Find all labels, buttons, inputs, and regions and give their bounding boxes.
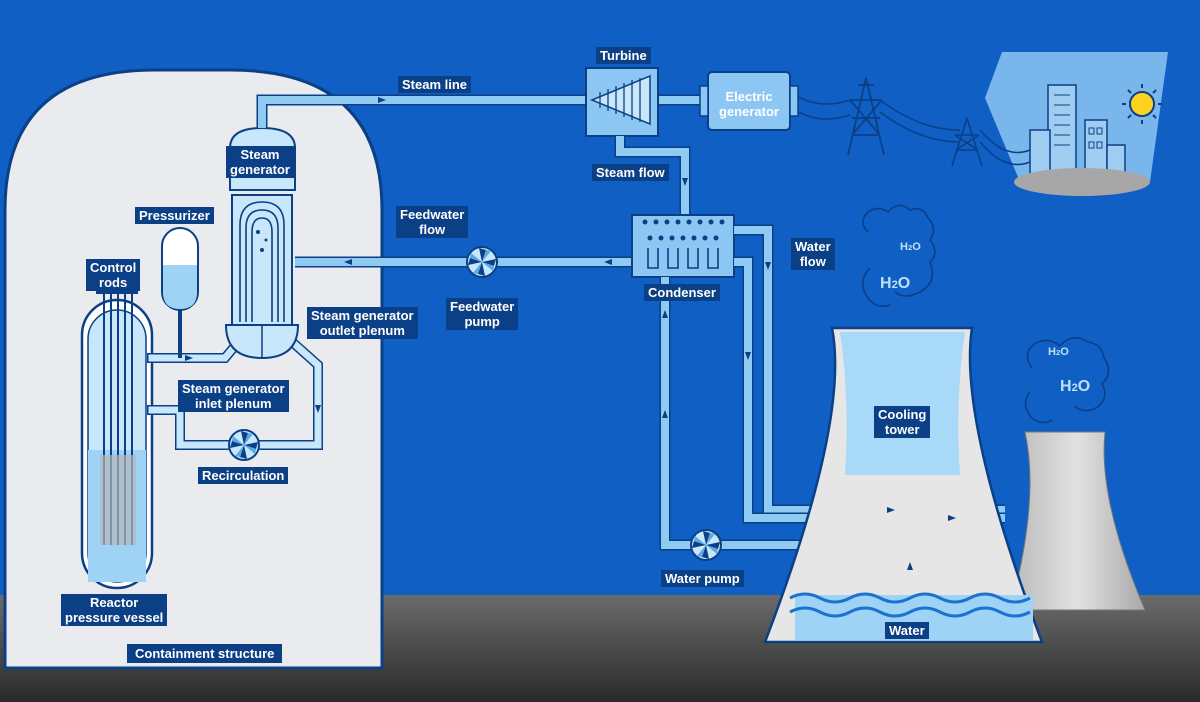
vapor-label: H2O: [880, 275, 911, 292]
condenser-label: Condenser: [644, 284, 720, 301]
turbine: [585, 67, 659, 137]
recirculation-label: Recirculation: [198, 467, 289, 484]
transmission-tower-icon: [847, 77, 885, 156]
water-pump-label: Water pump: [661, 570, 744, 587]
condenser: [631, 214, 735, 278]
electric-generator-label: Electric generator: [719, 89, 779, 119]
steam-flow-label: Steam flow: [592, 164, 669, 181]
feedwater-flow-label: Feedwater flow: [396, 206, 469, 238]
sg-inlet-plenum-label: Steam generator inlet plenum: [178, 380, 289, 412]
containment-structure: [3, 68, 384, 670]
reactor-pressure-vessel-label: Reactor pressure vessel: [61, 594, 168, 626]
flow-arrows: [185, 97, 956, 570]
vapor-label: H2O: [900, 241, 921, 253]
fan-pump-icon: [228, 429, 260, 461]
water-flow-label: Water flow: [791, 238, 835, 270]
pressurizer-label: Pressurizer: [135, 207, 214, 224]
steam-line-label: Steam line: [398, 76, 472, 93]
cooling-tower-background: [1009, 431, 1146, 611]
city-buildings-icon: [1029, 84, 1126, 176]
cooling-tower: [763, 326, 1044, 644]
vapor-label: H2O: [1060, 378, 1091, 395]
water-label: Water: [885, 622, 929, 639]
fan-pump-icon: [466, 246, 498, 278]
control-rods-label: Control rods: [86, 259, 141, 291]
turbine-label: Turbine: [596, 47, 651, 64]
reactor-pressure-vessel: [80, 286, 154, 590]
transmission-tower-icon: [951, 117, 983, 167]
feedwater-pump-label: Feedwater pump: [446, 298, 519, 330]
vapor-label: H2O: [1048, 346, 1069, 358]
electric-generator: [699, 71, 799, 131]
steam-generator-label: Steam generator: [226, 146, 294, 178]
cooling-tower-label: Cooling tower: [874, 406, 931, 438]
containment-structure-label: Containment structure: [127, 644, 283, 663]
power-lines: [794, 94, 1031, 166]
pressurizer: [161, 227, 199, 358]
sun-icon: [1122, 84, 1162, 124]
sg-outlet-plenum-label: Steam generator outlet plenum: [307, 307, 418, 339]
city-scene: [985, 52, 1168, 196]
fan-pump-icon: [690, 529, 722, 561]
cloud-icon: [862, 204, 1110, 424]
